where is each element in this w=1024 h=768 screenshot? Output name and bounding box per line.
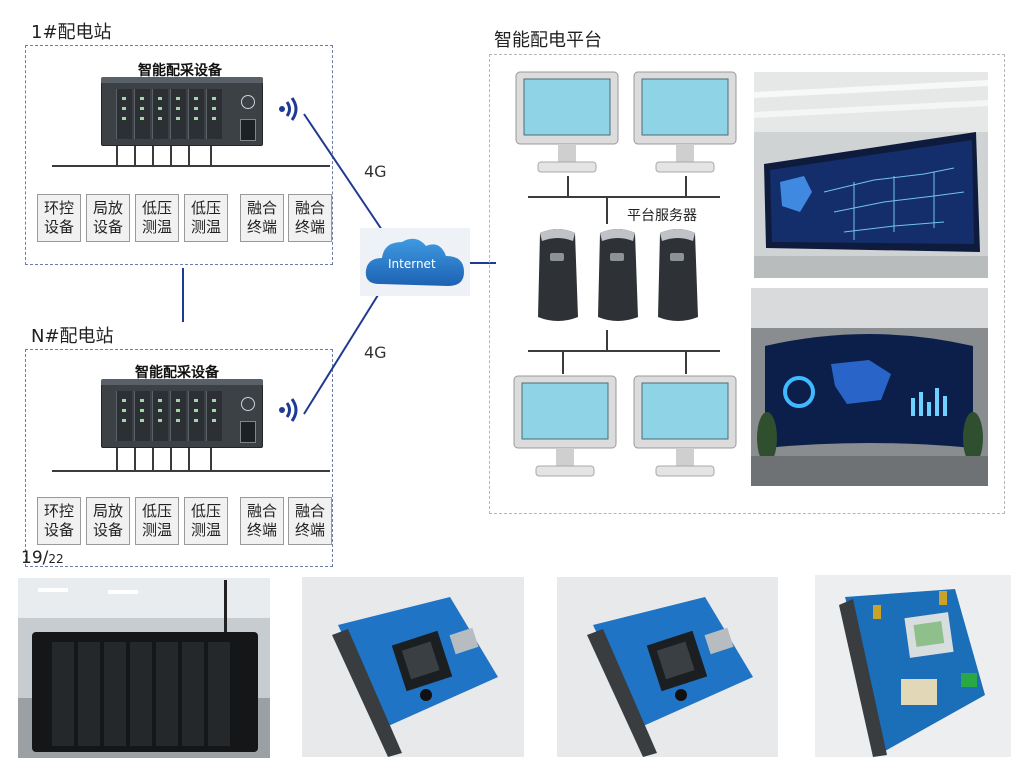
- wireless-signal-icon: [279, 97, 298, 121]
- station-1-bus: [52, 165, 330, 167]
- page-current: 19: [21, 548, 43, 568]
- station-1-module-lvtemp-a: 低压 测温: [135, 194, 179, 242]
- station-n-rack: [101, 379, 263, 448]
- monitor-icon: [633, 71, 737, 173]
- device-photo-enclosure: [18, 578, 270, 758]
- server-label: 平台服务器: [627, 208, 697, 224]
- station-1-module-pd: 局放 设备: [86, 194, 130, 242]
- link-label-top: 4G: [364, 162, 387, 181]
- server-icon: [658, 229, 698, 321]
- server-icon: [538, 229, 578, 321]
- station-n-module-fusion-b: 融合 终端: [288, 497, 332, 545]
- page-total: 22: [48, 552, 64, 566]
- internet-cloud: Internet: [360, 228, 470, 296]
- station-1-module-env: 环控 设备: [37, 194, 81, 242]
- cloud-icon: [365, 238, 464, 286]
- station-1-device-label: 智能配采设备: [138, 63, 222, 79]
- station-1-module-fusion-b: 融合 终端: [288, 194, 332, 242]
- device-photo-board-a: [302, 577, 524, 757]
- device-photo-board-b: [557, 577, 778, 757]
- station-1-rack: [101, 77, 263, 146]
- station-n-box: [25, 349, 333, 567]
- station-1-title: 1#配电站: [31, 22, 112, 43]
- link-label-bottom: 4G: [364, 343, 387, 362]
- station-n-module-lvtemp-b: 低压 测温: [184, 497, 228, 545]
- server-icon: [598, 229, 638, 321]
- station-n-bus: [52, 470, 330, 472]
- dashboard-wall-photo: [751, 288, 988, 486]
- monitor-icon: [633, 375, 737, 477]
- internet-label: Internet: [388, 257, 436, 271]
- station-n-module-fusion-a: 融合 终端: [240, 497, 284, 545]
- station-1-module-lvtemp-b: 低压 测温: [184, 194, 228, 242]
- station-n-module-pd: 局放 设备: [86, 497, 130, 545]
- platform-box: [489, 54, 1005, 514]
- station-n-device-label: 智能配采设备: [135, 365, 219, 381]
- station-n-title: N#配电站: [31, 326, 114, 347]
- device-photo-comm-board: [815, 575, 1011, 757]
- station-1-module-fusion-a: 融合 终端: [240, 194, 284, 242]
- platform-title: 智能配电平台: [494, 30, 602, 51]
- page-number: 19/22: [21, 548, 64, 568]
- monitor-icon: [513, 375, 617, 477]
- control-room-photo: [754, 72, 988, 278]
- station-link-line: [182, 268, 184, 322]
- station-n-module-env: 环控 设备: [37, 497, 81, 545]
- station-n-module-lvtemp-a: 低压 测温: [135, 497, 179, 545]
- wireless-signal-icon: [279, 398, 298, 422]
- monitor-icon: [515, 71, 619, 173]
